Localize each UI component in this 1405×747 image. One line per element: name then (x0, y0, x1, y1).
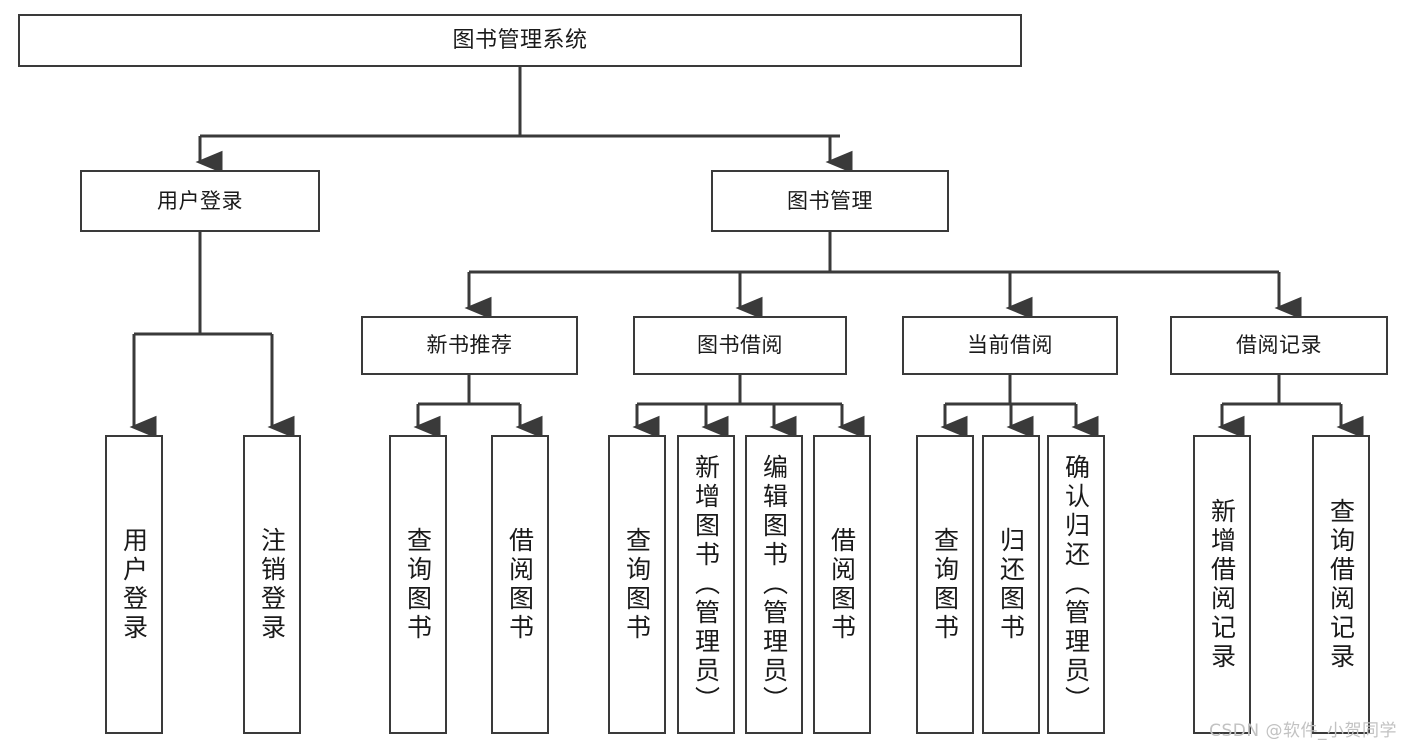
node-label: 新增借阅记录 (1207, 497, 1237, 672)
node-label: 归还图书 (996, 526, 1026, 643)
node-label: 借阅图书 (827, 526, 857, 643)
node-label: 当前借阅 (967, 333, 1053, 358)
node-label: 查询图书 (622, 526, 652, 643)
node-current-borrow[interactable]: 当前借阅 (902, 316, 1118, 375)
node-label: 图书管理系统 (452, 27, 588, 53)
node-book-borrow[interactable]: 图书借阅 (633, 316, 847, 375)
leaf-user-login-login[interactable]: 用户登录 (105, 435, 163, 734)
node-label: 新增图书（管理员） (691, 454, 721, 715)
leaf-book-borrow-query-book[interactable]: 查询图书 (608, 435, 666, 734)
leaf-new-book-borrow-book[interactable]: 借阅图书 (491, 435, 549, 734)
node-label: 确认归还（管理员） (1061, 454, 1091, 715)
node-label: 查询图书 (930, 526, 960, 643)
node-label: 借阅记录 (1236, 333, 1322, 358)
node-label: 借阅图书 (505, 526, 535, 643)
node-label: 用户登录 (157, 188, 243, 213)
leaf-borrow-record-add-record[interactable]: 新增借阅记录 (1193, 435, 1251, 734)
node-label: 编辑图书（管理员） (759, 454, 789, 715)
leaf-book-borrow-borrow-book[interactable]: 借阅图书 (813, 435, 871, 734)
node-user-login[interactable]: 用户登录 (80, 170, 320, 232)
leaf-current-borrow-query-book[interactable]: 查询图书 (916, 435, 974, 734)
leaf-borrow-record-query-record[interactable]: 查询借阅记录 (1312, 435, 1370, 734)
leaf-user-login-logout[interactable]: 注销登录 (243, 435, 301, 734)
leaf-new-book-query-book[interactable]: 查询图书 (389, 435, 447, 734)
node-label: 查询图书 (403, 526, 433, 643)
node-book-management[interactable]: 图书管理 (711, 170, 949, 232)
node-new-book-recommend[interactable]: 新书推荐 (361, 316, 578, 375)
node-label: 新书推荐 (426, 333, 513, 358)
leaf-book-borrow-add-book[interactable]: 新增图书（管理员） (677, 435, 735, 734)
node-borrow-record[interactable]: 借阅记录 (1170, 316, 1388, 375)
node-label: 图书管理 (787, 188, 873, 213)
node-root-book-management-system[interactable]: 图书管理系统 (18, 14, 1022, 67)
node-label: 查询借阅记录 (1326, 497, 1356, 672)
leaf-current-borrow-confirm-return[interactable]: 确认归还（管理员） (1047, 435, 1105, 734)
node-label: 图书借阅 (697, 333, 783, 358)
node-label: 用户登录 (119, 526, 149, 643)
leaf-current-borrow-return-book[interactable]: 归还图书 (982, 435, 1040, 734)
leaf-book-borrow-edit-book[interactable]: 编辑图书（管理员） (745, 435, 803, 734)
node-label: 注销登录 (257, 526, 287, 643)
